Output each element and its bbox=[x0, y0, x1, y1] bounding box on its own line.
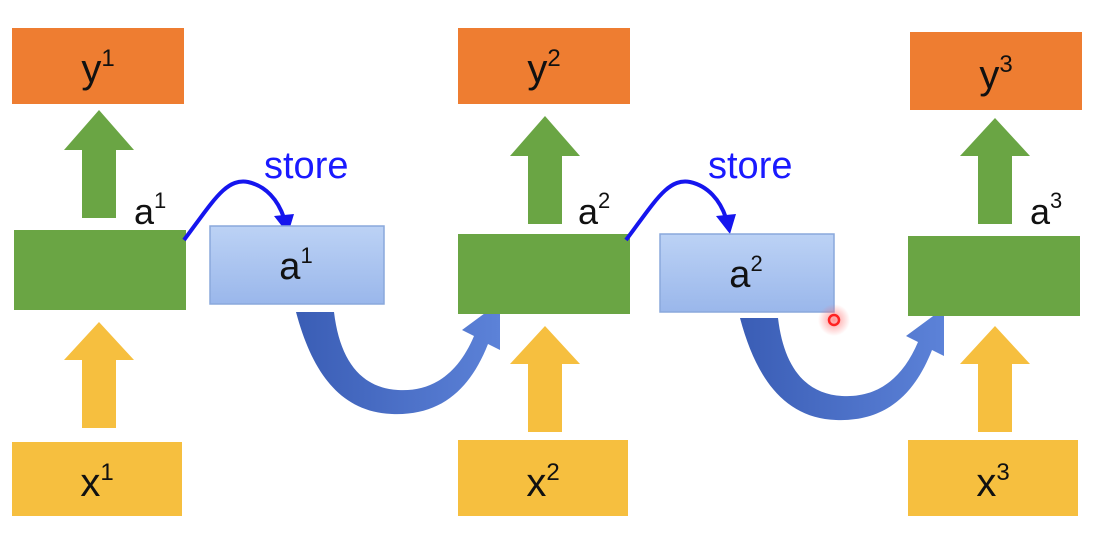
feedback-curve-1 bbox=[296, 302, 500, 415]
memory-box-a2 bbox=[659, 233, 835, 313]
up-arrow-input-to-hidden-1 bbox=[64, 322, 134, 428]
up-arrow-hidden-to-output-2 bbox=[510, 116, 580, 224]
memory-label-a1: a1 bbox=[279, 243, 312, 288]
output-label-y3: y3 bbox=[979, 51, 1012, 97]
feedback-curve-2 bbox=[740, 308, 944, 421]
input-label-x1: x1 bbox=[80, 459, 113, 505]
store-label-1: store bbox=[264, 145, 348, 187]
output-box-y2 bbox=[458, 28, 630, 104]
memory-label-a2: a2 bbox=[729, 251, 762, 296]
hidden-label-a3: a3 bbox=[1030, 188, 1062, 232]
store-arrowhead-2 bbox=[716, 214, 736, 234]
store-label-2: store bbox=[708, 145, 792, 187]
store-curve-1 bbox=[182, 179, 286, 242]
output-label-y2: y2 bbox=[527, 45, 560, 91]
output-box-y3 bbox=[910, 32, 1082, 110]
store-arrow-1: store bbox=[182, 145, 348, 242]
hidden-layer-box-1 bbox=[14, 230, 186, 310]
output-box-y1 bbox=[12, 28, 184, 104]
step-1: y1 a1 x1 bbox=[12, 28, 186, 516]
hidden-label-a2: a2 bbox=[578, 188, 610, 232]
feedback-arrow-2 bbox=[740, 308, 944, 421]
memory-cell-1: a1 bbox=[209, 225, 385, 305]
input-box-x3 bbox=[908, 440, 1078, 516]
step-3: y3 a3 x3 bbox=[908, 32, 1082, 516]
hidden-label-a1: a1 bbox=[134, 188, 166, 232]
up-arrow-hidden-to-output-3 bbox=[960, 118, 1030, 224]
memory-cell-2: a2 bbox=[659, 233, 835, 313]
memory-box-a1 bbox=[209, 225, 385, 305]
feedback-arrow-1 bbox=[296, 302, 500, 415]
step-2: y2 a2 x2 bbox=[458, 28, 630, 516]
cursor-ring bbox=[827, 313, 841, 327]
up-arrow-input-to-hidden-2 bbox=[510, 326, 580, 432]
output-label-y1: y1 bbox=[81, 45, 114, 91]
hidden-layer-box-3 bbox=[908, 236, 1080, 316]
cursor-glow bbox=[818, 304, 850, 336]
input-box-x2 bbox=[458, 440, 628, 516]
input-box-x1 bbox=[12, 442, 182, 516]
store-arrow-2: store bbox=[624, 145, 792, 242]
hidden-layer-box-2 bbox=[458, 234, 630, 314]
store-curve-2 bbox=[624, 179, 728, 242]
up-arrow-hidden-to-output-1 bbox=[64, 110, 134, 218]
input-label-x3: x3 bbox=[976, 459, 1009, 505]
up-arrow-input-to-hidden-3 bbox=[960, 326, 1030, 432]
input-label-x2: x2 bbox=[526, 459, 559, 505]
cursor-indicator bbox=[818, 304, 850, 336]
